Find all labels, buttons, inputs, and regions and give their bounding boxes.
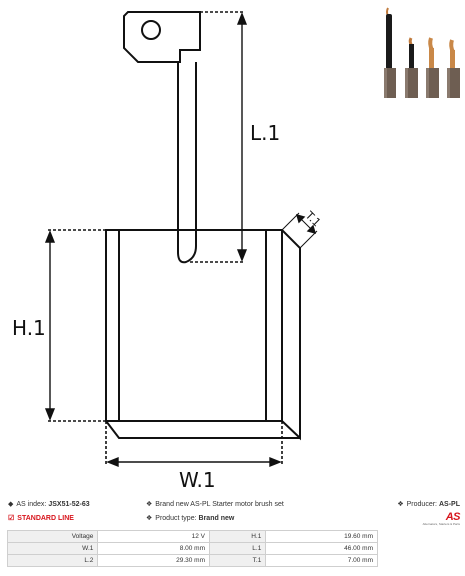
spec-key: H.1 bbox=[209, 530, 267, 543]
spec-value: 19.60 mm bbox=[265, 530, 378, 543]
info-icon: ❖ bbox=[146, 515, 153, 522]
info-icon: ❖ bbox=[146, 501, 153, 508]
dim-label-t1: T.1 bbox=[302, 208, 323, 229]
as-pl-logo: AS Alternators, Starters & Parts bbox=[422, 510, 461, 526]
info-icon: ❖ bbox=[397, 501, 404, 508]
terminal-hole bbox=[141, 20, 161, 40]
spec-value: 7.00 mm bbox=[265, 554, 378, 567]
standard-line-label: STANDARD LINE bbox=[17, 514, 74, 522]
spec-value: 29.30 mm bbox=[97, 554, 211, 567]
terminal-tab bbox=[123, 11, 201, 63]
spec-key: Voltage bbox=[6, 530, 99, 543]
spec-value: 46.00 mm bbox=[265, 542, 378, 555]
product-description: Brand new AS-PL Starter motor brush set bbox=[155, 500, 284, 508]
brush-bottom-face bbox=[105, 420, 300, 439]
table-row: L.2 29.30 mm T.1 7.00 mm bbox=[6, 554, 378, 567]
spec-key: W.1 bbox=[6, 542, 99, 555]
as-index-label: AS index: bbox=[16, 500, 47, 508]
lead-wire bbox=[177, 62, 197, 264]
brush-body bbox=[105, 229, 283, 422]
table-row: W.1 8.00 mm L.1 46.00 mm bbox=[6, 542, 378, 555]
product-photo bbox=[384, 7, 460, 98]
dim-label-w1: W.1 bbox=[179, 468, 216, 490]
spec-key: L.2 bbox=[6, 554, 99, 567]
product-type-label: Product type: bbox=[155, 514, 197, 522]
table-row: Voltage 12 V H.1 19.60 mm bbox=[6, 530, 378, 543]
brush-technical-drawing: L.1 H.1 W.1 T.1 bbox=[12, 11, 323, 490]
producer-label: Producer: bbox=[406, 500, 437, 508]
dim-label-l1: L.1 bbox=[250, 121, 280, 145]
brush-side-face bbox=[281, 229, 301, 441]
product-type-value: Brand new bbox=[198, 514, 235, 522]
producer-value: AS-PL bbox=[439, 500, 460, 508]
spec-value: 12 V bbox=[97, 530, 211, 543]
tag-icon: ◆ bbox=[8, 501, 14, 508]
dim-label-h1: H.1 bbox=[12, 316, 46, 340]
spec-key: L.1 bbox=[209, 542, 267, 555]
product-info: ◆ AS index: JSX51-52-63 ❖ Brand new AS-P… bbox=[8, 497, 461, 526]
spec-value: 8.00 mm bbox=[97, 542, 211, 555]
logo-mark: AS bbox=[445, 510, 461, 523]
specs-table: Voltage 12 V H.1 19.60 mm W.1 8.00 mm L.… bbox=[6, 530, 378, 567]
as-index-value: JSX51-52-63 bbox=[48, 500, 90, 508]
checkbox-icon: ☑ bbox=[8, 515, 15, 522]
logo-subtext: Alternators, Starters & Parts bbox=[422, 521, 460, 526]
spec-key: T.1 bbox=[209, 554, 267, 567]
